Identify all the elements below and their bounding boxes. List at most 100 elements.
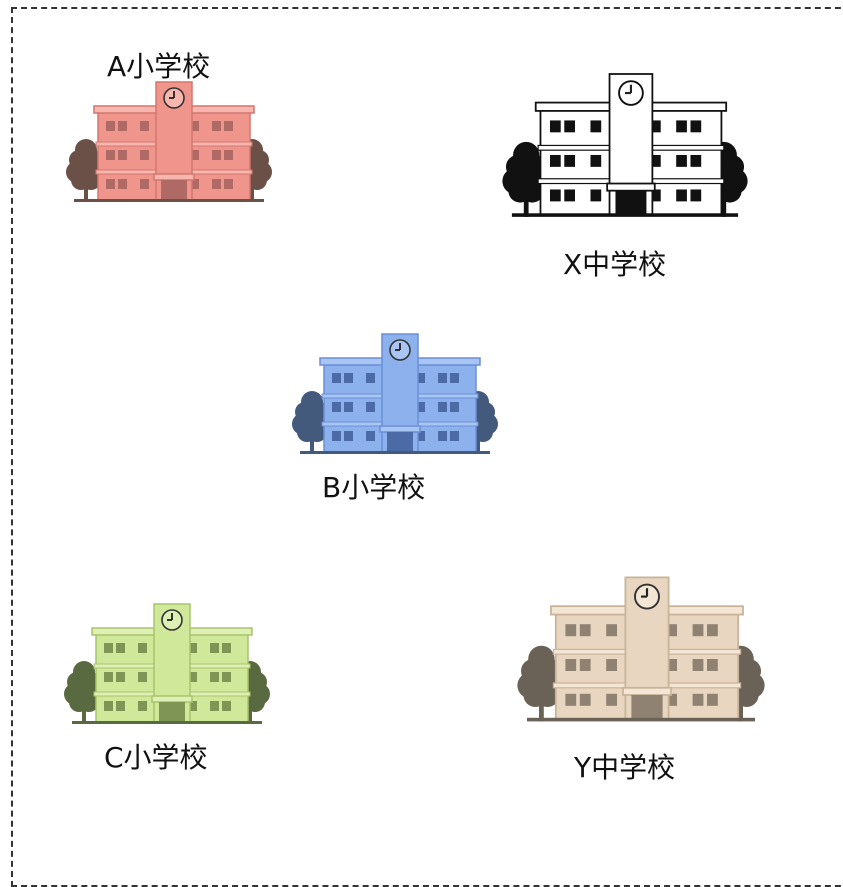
- entrance-canopy: [151, 695, 193, 703]
- ground: [511, 213, 739, 217]
- school-building-icon: [64, 603, 270, 724]
- window: [650, 120, 661, 133]
- window: [416, 402, 425, 412]
- window: [676, 154, 687, 167]
- floor-ledge: [93, 663, 163, 669]
- window: [666, 659, 677, 671]
- window: [692, 659, 704, 671]
- window: [565, 693, 577, 706]
- roof-ledge-left: [93, 105, 167, 114]
- school-building-icon: [502, 73, 748, 217]
- window: [224, 179, 233, 189]
- window: [550, 120, 561, 133]
- ground: [300, 451, 490, 454]
- school-building-icon: [292, 333, 498, 454]
- floor-ledge: [658, 648, 742, 655]
- window: [116, 672, 125, 682]
- window: [450, 373, 459, 383]
- window: [676, 189, 687, 202]
- clock-icon: [634, 583, 660, 610]
- window: [140, 121, 149, 131]
- window: [606, 624, 617, 637]
- window: [344, 373, 353, 383]
- entrance-canopy: [622, 686, 672, 696]
- window: [188, 672, 197, 682]
- entrance-door: [161, 180, 187, 200]
- roof-ledge-right: [639, 101, 728, 112]
- window: [366, 402, 375, 412]
- window: [344, 431, 353, 441]
- window: [666, 693, 677, 706]
- ground: [527, 717, 755, 722]
- window: [366, 431, 375, 441]
- entrance-door: [387, 432, 413, 452]
- window: [140, 179, 149, 189]
- school-building-icon: [517, 576, 765, 722]
- window: [438, 431, 447, 441]
- window: [550, 189, 561, 202]
- window: [138, 672, 147, 682]
- clock-icon: [163, 87, 185, 109]
- window: [332, 431, 341, 441]
- window: [118, 150, 127, 160]
- window: [676, 120, 687, 133]
- window: [138, 643, 147, 653]
- window: [106, 179, 115, 189]
- window: [210, 643, 219, 653]
- school-building-icon: [66, 81, 272, 202]
- window: [564, 154, 575, 167]
- window: [118, 121, 127, 131]
- window: [416, 373, 425, 383]
- window: [210, 672, 219, 682]
- window: [650, 189, 661, 202]
- window: [190, 121, 199, 131]
- entrance-door: [631, 695, 663, 719]
- window: [565, 659, 577, 671]
- window: [212, 150, 221, 160]
- clock-icon: [161, 609, 183, 631]
- window: [690, 189, 702, 202]
- entrance-canopy: [379, 425, 421, 433]
- window: [332, 402, 341, 412]
- window: [332, 373, 341, 383]
- floor-ledge: [642, 144, 725, 151]
- entrance-canopy: [606, 182, 656, 192]
- entrance-door: [615, 190, 647, 215]
- window: [140, 150, 149, 160]
- window: [104, 643, 113, 653]
- window: [344, 402, 353, 412]
- floor-ledge: [95, 141, 165, 147]
- roof-ledge-right: [179, 627, 253, 636]
- window: [188, 643, 197, 653]
- window: [224, 150, 233, 160]
- window: [590, 189, 602, 202]
- window: [106, 150, 115, 160]
- window: [550, 154, 561, 167]
- entrance-canopy: [153, 173, 195, 181]
- window: [606, 659, 617, 671]
- roof-ledge-left: [534, 101, 623, 112]
- window: [366, 373, 375, 383]
- window: [190, 150, 199, 160]
- window: [190, 179, 199, 189]
- school-a-label: A小学校: [107, 50, 211, 83]
- window: [590, 154, 602, 167]
- school-y-label: Y中学校: [574, 751, 676, 784]
- window: [116, 701, 125, 711]
- window: [579, 624, 591, 637]
- window: [707, 624, 718, 637]
- window: [690, 154, 702, 167]
- school-x-label: X中学校: [563, 248, 667, 281]
- window: [438, 402, 447, 412]
- window: [692, 693, 704, 706]
- window: [118, 179, 127, 189]
- window: [106, 121, 115, 131]
- floor-ledge: [409, 393, 479, 399]
- window: [579, 659, 591, 671]
- window: [222, 643, 231, 653]
- window: [692, 624, 704, 637]
- floor-ledge: [181, 663, 251, 669]
- window: [188, 701, 197, 711]
- window: [222, 701, 231, 711]
- window: [212, 121, 221, 131]
